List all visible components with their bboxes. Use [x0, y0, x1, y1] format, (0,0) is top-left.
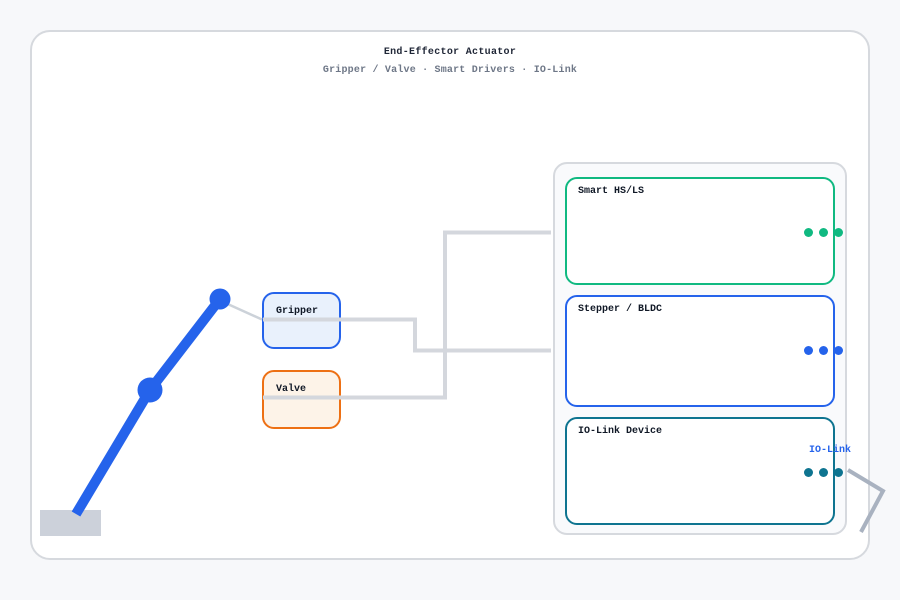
- io-link-port-label: IO-Link: [808, 445, 851, 456]
- valve-label: Valve: [276, 384, 307, 395]
- panel-stepper-bldc-label: Stepper / BLDC: [578, 304, 663, 315]
- diagram-subtitle: Gripper / Valve · Smart Drivers · IO-Lin…: [322, 65, 578, 76]
- status-dot-icon: [834, 228, 843, 237]
- status-dot-icon: [834, 468, 843, 477]
- status-dot-icon: [834, 346, 843, 355]
- status-dot-icon: [804, 468, 813, 477]
- panel-smart-hsls-label: Smart HS/LS: [578, 186, 645, 197]
- panel-io-link-device: IO-Link Device IO-Link: [565, 417, 851, 525]
- panel-smart-hsls: Smart HS/LS: [565, 177, 843, 285]
- status-dot-icon: [819, 468, 828, 477]
- status-dots-icon: [804, 468, 843, 477]
- status-dots-icon: [804, 228, 843, 237]
- diagram-title: End-Effector Actuator: [383, 47, 517, 58]
- panel-io-link-device-label: IO-Link Device: [578, 426, 663, 437]
- status-dot-icon: [804, 346, 813, 355]
- valve-node: Valve: [262, 370, 341, 429]
- status-dot-icon: [819, 228, 828, 237]
- status-dots-icon: [804, 346, 843, 355]
- panel-stepper-bldc: Stepper / BLDC: [565, 295, 843, 407]
- gripper-label: Gripper: [276, 306, 319, 317]
- status-dot-icon: [819, 346, 828, 355]
- status-dot-icon: [804, 228, 813, 237]
- gripper-node: Gripper: [262, 292, 341, 349]
- driver-stack-container: Smart HS/LS Stepper / BLDC IO-Link Devic…: [553, 162, 851, 535]
